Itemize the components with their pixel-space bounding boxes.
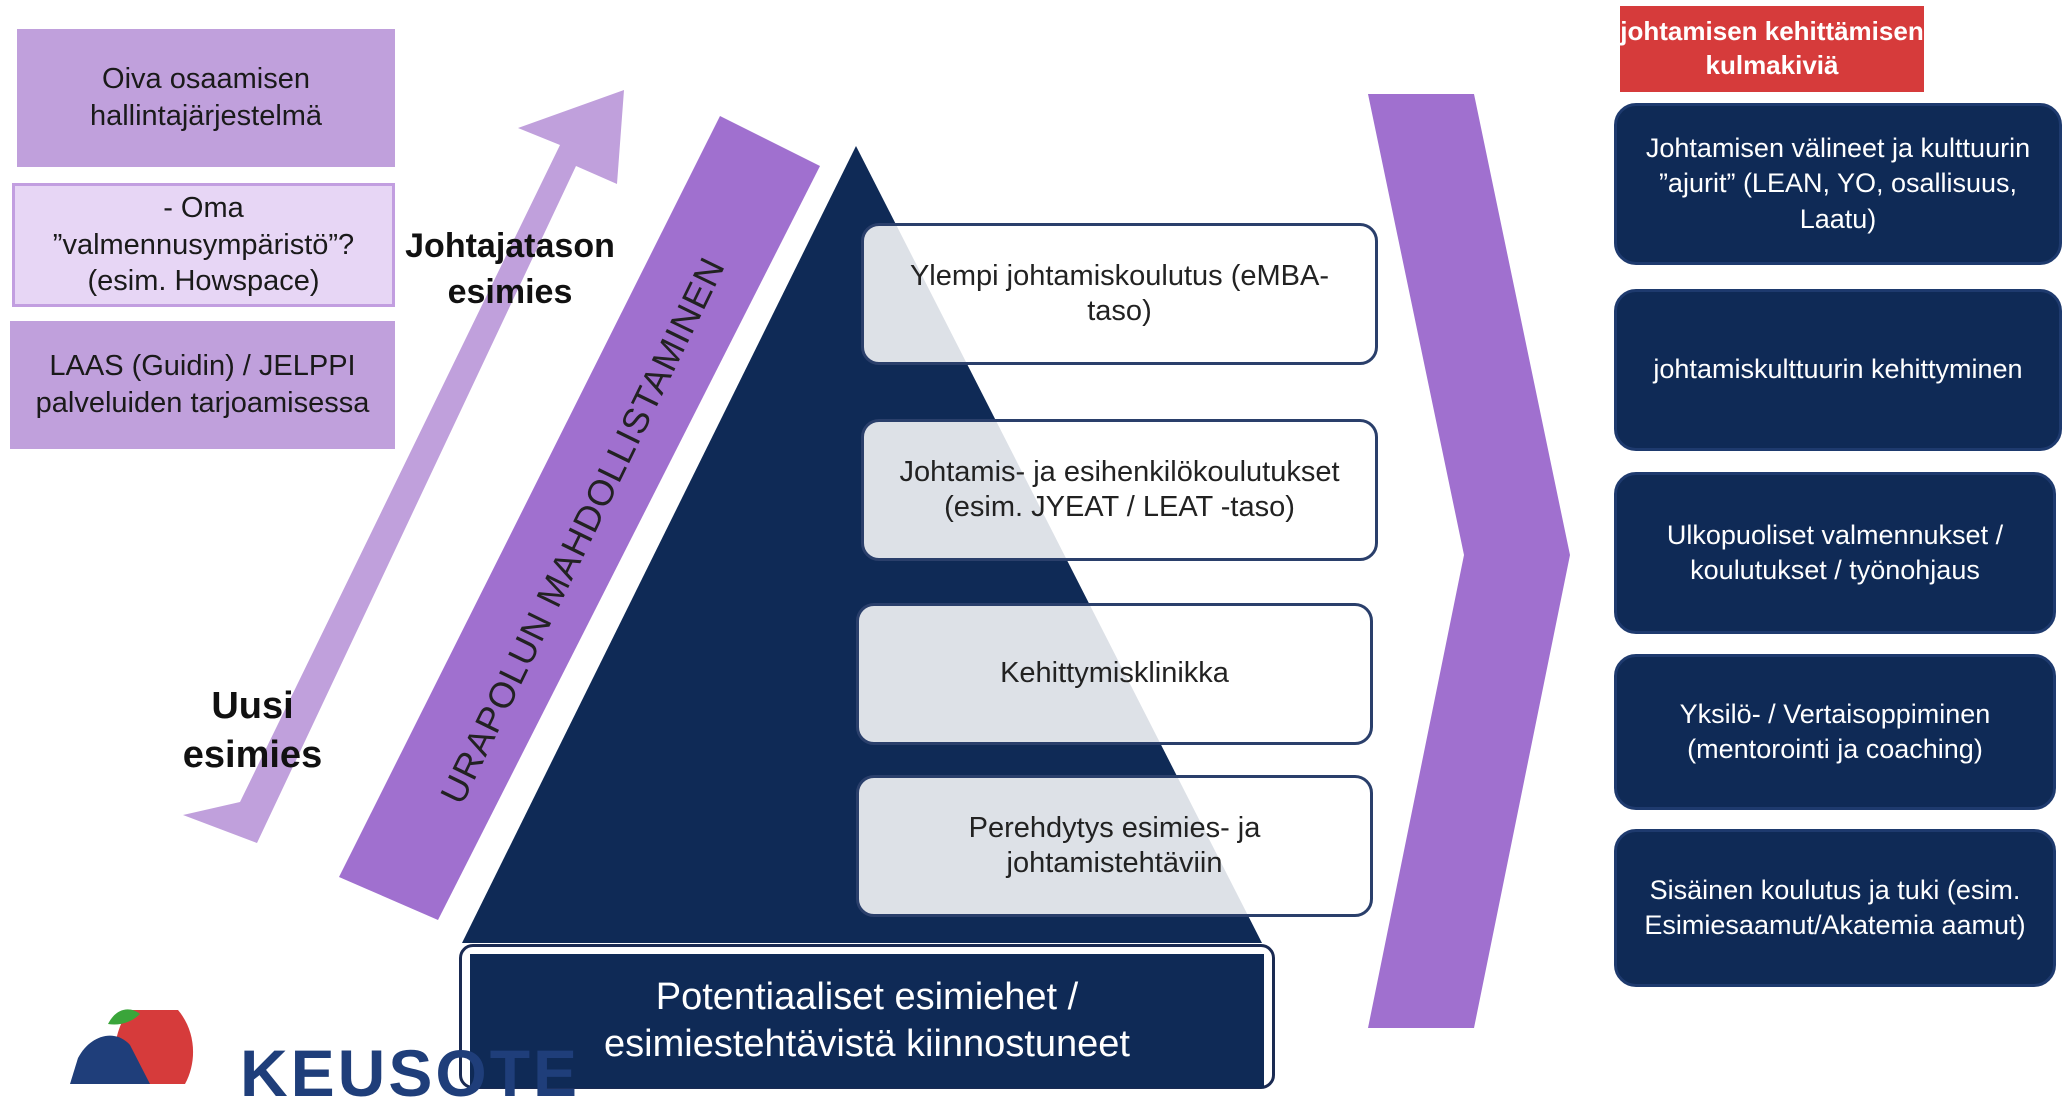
right-box-ulkopuoliset: Ulkopuoliset valmennukset / koulutukset … (1614, 472, 2056, 634)
pyramid-base-text: Potentiaaliset esimiehet / esimiestehtäv… (604, 975, 1130, 1066)
keusote-logo (70, 1009, 194, 1084)
left-box-laas-text: LAAS (Guidin) / JELPPI palveluiden tarjo… (35, 350, 370, 419)
pyramid-level-4: Perehdytys esimies- ja johtamistehtäviin (856, 775, 1373, 917)
chevron-arrow-icon (1368, 94, 1570, 1028)
left-box-oiva: Oiva osaamisen hallintajärjestelmä (17, 29, 395, 167)
left-box-laas: LAAS (Guidin) / JELPPI palveluiden tarjo… (10, 321, 395, 449)
label-johtajatason-esimies: Johtajatason esimies (405, 227, 615, 311)
career-bar (339, 116, 820, 920)
pyramid-level-1: Ylempi johtamiskoulutus (eMBA-taso) (861, 223, 1378, 365)
left-box-valmennusymparisto: - Oma ”valmennusympäristö”? (esim. Howsp… (12, 183, 395, 307)
left-box-oiva-text: Oiva osaamisen hallintajärjestelmä (89, 63, 323, 132)
right-box-sisainen-koulutus: Sisäinen koulutus ja tuki (esim. Esimies… (1614, 829, 2056, 987)
right-box-vertaisoppiminen: Yksilö- / Vertaisoppiminen (mentorointi … (1614, 654, 2056, 810)
right-header: johtamisen kehittämisen kulmakiviä (1620, 6, 1924, 92)
label-uusi-esimies: Uusi esimies (182, 685, 323, 777)
logo-text: KEUSOTE (240, 1036, 581, 1110)
right-box-johtamisen-valineet: Johtamisen välineet ja kulttuurin ”ajuri… (1614, 103, 2062, 265)
career-arrow (183, 90, 624, 843)
right-box-johtamiskulttuuri: johtamiskulttuurin kehittyminen (1614, 289, 2062, 451)
pyramid-level-3: Kehittymisklinikka (856, 603, 1373, 745)
left-box-valmennusymparisto-text: - Oma ”valmennusympäristö”? (esim. Howsp… (52, 191, 355, 298)
pyramid-level-2: Johtamis- ja esihenkilökoulutukset (esim… (861, 419, 1378, 561)
pyramid-base: Potentiaaliset esimiehet / esimiestehtäv… (470, 954, 1264, 1088)
